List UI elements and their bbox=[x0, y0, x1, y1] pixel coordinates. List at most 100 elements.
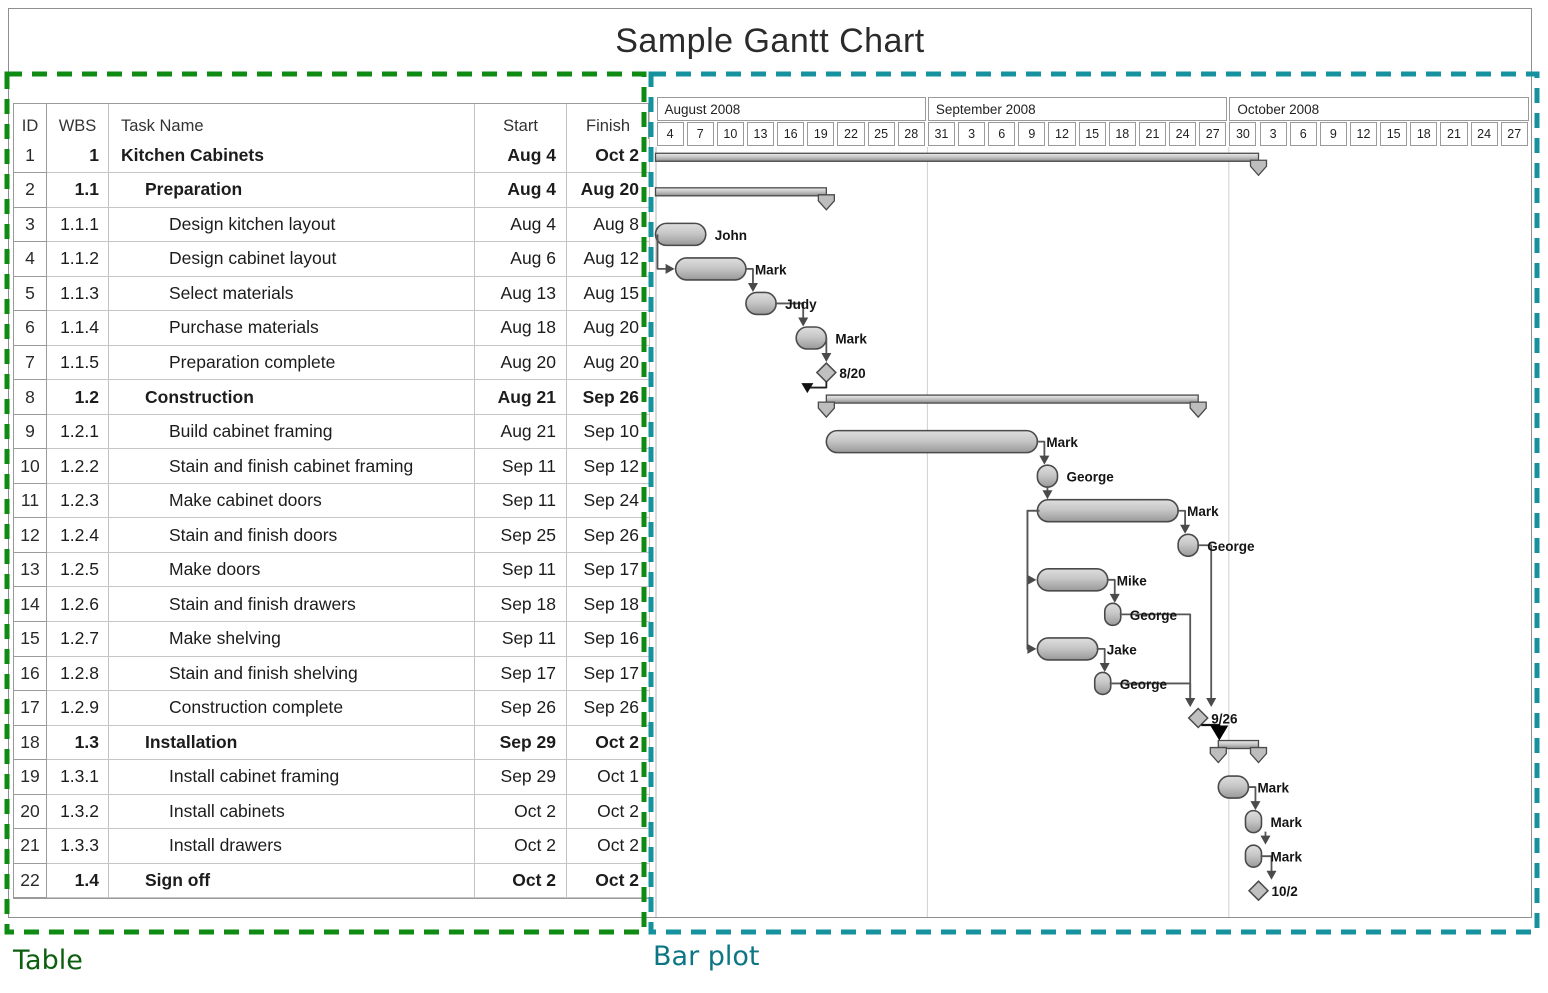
cell-wbs-row14[interactable]: 1.2.6 bbox=[47, 587, 109, 622]
cell-finish-row4[interactable]: Aug 12 bbox=[567, 242, 650, 277]
cell-wbs-row9[interactable]: 1.2.1 bbox=[47, 414, 109, 450]
cell-finish-row18[interactable]: Oct 2 bbox=[567, 725, 650, 761]
summary-bar-row1[interactable] bbox=[654, 152, 1260, 162]
cell-finish-row1[interactable]: Oct 2 bbox=[567, 138, 650, 174]
cell-task-name-row4[interactable]: Design cabinet layout bbox=[109, 242, 475, 277]
cell-wbs-row16[interactable]: 1.2.8 bbox=[47, 656, 109, 692]
cell-task-name-row10[interactable]: Stain and finish cabinet framing bbox=[109, 449, 475, 484]
summary-bar-row8[interactable] bbox=[825, 394, 1199, 404]
cell-id-row22[interactable]: 22 bbox=[14, 863, 47, 899]
cell-wbs-row6[interactable]: 1.1.4 bbox=[47, 311, 109, 346]
cell-id-row1[interactable]: 1 bbox=[14, 138, 47, 174]
cell-start-row16[interactable]: Sep 17 bbox=[475, 656, 567, 692]
cell-finish-row19[interactable]: Oct 1 bbox=[567, 760, 650, 795]
cell-wbs-row8[interactable]: 1.2 bbox=[47, 380, 109, 415]
cell-id-row16[interactable]: 16 bbox=[14, 656, 47, 692]
gantt-bar-row3[interactable] bbox=[654, 222, 707, 247]
cell-id-row19[interactable]: 19 bbox=[14, 760, 47, 795]
gantt-bar-row14[interactable] bbox=[1103, 602, 1122, 627]
cell-id-row8[interactable]: 8 bbox=[14, 380, 47, 415]
cell-wbs-row1[interactable]: 1 bbox=[47, 138, 109, 174]
cell-id-row13[interactable]: 13 bbox=[14, 552, 47, 588]
cell-wbs-row13[interactable]: 1.2.5 bbox=[47, 552, 109, 588]
cell-start-row20[interactable]: Oct 2 bbox=[475, 794, 567, 830]
cell-finish-row11[interactable]: Sep 24 bbox=[567, 483, 650, 519]
cell-task-name-row19[interactable]: Install cabinet framing bbox=[109, 760, 475, 795]
cell-start-row2[interactable]: Aug 4 bbox=[475, 173, 567, 208]
gantt-bar-row16[interactable] bbox=[1093, 671, 1112, 696]
gantt-bar-row6[interactable] bbox=[795, 326, 828, 350]
cell-task-name-row21[interactable]: Install drawers bbox=[109, 829, 475, 864]
cell-wbs-row3[interactable]: 1.1.1 bbox=[47, 207, 109, 243]
cell-id-row17[interactable]: 17 bbox=[14, 691, 47, 726]
cell-id-row15[interactable]: 15 bbox=[14, 621, 47, 657]
cell-start-row19[interactable]: Sep 29 bbox=[475, 760, 567, 795]
cell-wbs-row20[interactable]: 1.3.2 bbox=[47, 794, 109, 830]
cell-finish-row22[interactable]: Oct 2 bbox=[567, 863, 650, 899]
cell-finish-row17[interactable]: Sep 26 bbox=[567, 691, 650, 726]
cell-id-row12[interactable]: 12 bbox=[14, 518, 47, 553]
cell-start-row14[interactable]: Sep 18 bbox=[475, 587, 567, 622]
cell-task-name-row9[interactable]: Build cabinet framing bbox=[109, 414, 475, 450]
cell-wbs-row2[interactable]: 1.1 bbox=[47, 173, 109, 208]
cell-start-row6[interactable]: Aug 18 bbox=[475, 311, 567, 346]
cell-finish-row6[interactable]: Aug 20 bbox=[567, 311, 650, 346]
gantt-bar-row4[interactable] bbox=[674, 257, 747, 281]
cell-start-row3[interactable]: Aug 4 bbox=[475, 207, 567, 243]
cell-wbs-row18[interactable]: 1.3 bbox=[47, 725, 109, 761]
cell-wbs-row5[interactable]: 1.1.3 bbox=[47, 276, 109, 312]
cell-task-name-row18[interactable]: Installation bbox=[109, 725, 475, 761]
cell-start-row10[interactable]: Sep 11 bbox=[475, 449, 567, 484]
cell-task-name-row16[interactable]: Stain and finish shelving bbox=[109, 656, 475, 692]
cell-start-row11[interactable]: Sep 11 bbox=[475, 483, 567, 519]
cell-start-row7[interactable]: Aug 20 bbox=[475, 345, 567, 381]
cell-task-name-row2[interactable]: Preparation bbox=[109, 173, 475, 208]
cell-task-name-row22[interactable]: Sign off bbox=[109, 863, 475, 899]
cell-start-row4[interactable]: Aug 6 bbox=[475, 242, 567, 277]
cell-start-row13[interactable]: Sep 11 bbox=[475, 552, 567, 588]
cell-id-row9[interactable]: 9 bbox=[14, 414, 47, 450]
cell-task-name-row8[interactable]: Construction bbox=[109, 380, 475, 415]
cell-start-row17[interactable]: Sep 26 bbox=[475, 691, 567, 726]
gantt-bar-row10[interactable] bbox=[1036, 464, 1059, 488]
cell-task-name-row11[interactable]: Make cabinet doors bbox=[109, 483, 475, 519]
cell-task-name-row7[interactable]: Preparation complete bbox=[109, 345, 475, 381]
gantt-bar-row13[interactable] bbox=[1036, 568, 1109, 592]
cell-start-row15[interactable]: Sep 11 bbox=[475, 621, 567, 657]
cell-wbs-row21[interactable]: 1.3.3 bbox=[47, 829, 109, 864]
cell-finish-row2[interactable]: Aug 20 bbox=[567, 173, 650, 208]
cell-id-row5[interactable]: 5 bbox=[14, 276, 47, 312]
cell-start-row9[interactable]: Aug 21 bbox=[475, 414, 567, 450]
cell-id-row10[interactable]: 10 bbox=[14, 449, 47, 484]
gantt-bar-row21[interactable] bbox=[1244, 844, 1263, 868]
cell-start-row21[interactable]: Oct 2 bbox=[475, 829, 567, 864]
cell-start-row1[interactable]: Aug 4 bbox=[475, 138, 567, 174]
cell-id-row2[interactable]: 2 bbox=[14, 173, 47, 208]
cell-start-row8[interactable]: Aug 21 bbox=[475, 380, 567, 415]
cell-finish-row7[interactable]: Aug 20 bbox=[567, 345, 650, 381]
cell-task-name-row12[interactable]: Stain and finish doors bbox=[109, 518, 475, 553]
cell-finish-row9[interactable]: Sep 10 bbox=[567, 414, 650, 450]
cell-finish-row3[interactable]: Aug 8 bbox=[567, 207, 650, 243]
gantt-bar-row15[interactable] bbox=[1036, 637, 1099, 661]
cell-task-name-row3[interactable]: Design kitchen layout bbox=[109, 207, 475, 243]
cell-task-name-row14[interactable]: Stain and finish drawers bbox=[109, 587, 475, 622]
cell-wbs-row10[interactable]: 1.2.2 bbox=[47, 449, 109, 484]
cell-finish-row15[interactable]: Sep 16 bbox=[567, 621, 650, 657]
gantt-bar-row20[interactable] bbox=[1244, 809, 1263, 834]
cell-start-row18[interactable]: Sep 29 bbox=[475, 725, 567, 761]
cell-wbs-row19[interactable]: 1.3.1 bbox=[47, 760, 109, 795]
cell-id-row3[interactable]: 3 bbox=[14, 207, 47, 243]
cell-finish-row20[interactable]: Oct 2 bbox=[567, 794, 650, 830]
cell-finish-row14[interactable]: Sep 18 bbox=[567, 587, 650, 622]
gantt-bar-row9[interactable] bbox=[825, 429, 1039, 454]
cell-start-row22[interactable]: Oct 2 bbox=[475, 863, 567, 899]
cell-finish-row10[interactable]: Sep 12 bbox=[567, 449, 650, 484]
cell-id-row20[interactable]: 20 bbox=[14, 794, 47, 830]
cell-start-row5[interactable]: Aug 13 bbox=[475, 276, 567, 312]
cell-finish-row21[interactable]: Oct 2 bbox=[567, 829, 650, 864]
cell-task-name-row1[interactable]: Kitchen Cabinets bbox=[109, 138, 475, 174]
cell-task-name-row17[interactable]: Construction complete bbox=[109, 691, 475, 726]
cell-task-name-row5[interactable]: Select materials bbox=[109, 276, 475, 312]
summary-bar-row2[interactable] bbox=[654, 187, 828, 197]
